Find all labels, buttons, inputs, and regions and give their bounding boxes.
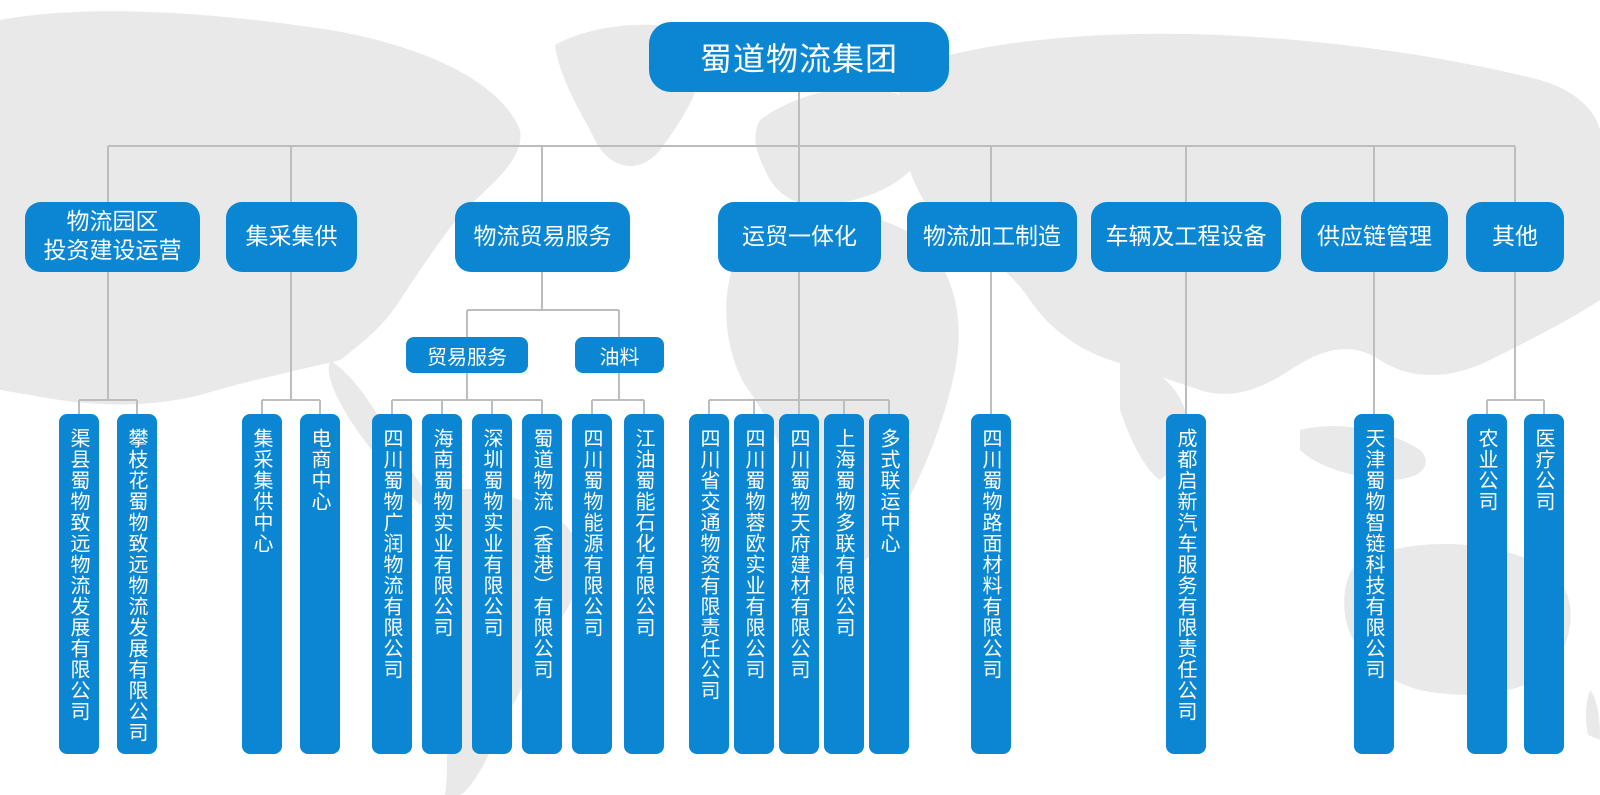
company-name: 深圳蜀物实业有限公司 bbox=[480, 428, 504, 638]
category-vehicles-equipment: 车辆及工程设备 bbox=[1091, 202, 1281, 272]
company-box: 四川蜀物能源有限公司 bbox=[572, 414, 612, 754]
company-box: 深圳蜀物实业有限公司 bbox=[472, 414, 512, 754]
company-box: 多式联运中心 bbox=[869, 414, 909, 754]
company-box: 天津蜀物智链科技有限公司 bbox=[1354, 414, 1394, 754]
company-name: 四川省交通物资有限责任公司 bbox=[697, 428, 721, 701]
root-node: 蜀道物流集团 bbox=[649, 22, 949, 92]
company-box: 医疗公司 bbox=[1524, 414, 1564, 754]
company-name: 医疗公司 bbox=[1532, 428, 1556, 512]
company-name: 攀枝花蜀物致远物流发展有限公司 bbox=[125, 428, 149, 743]
company-box: 四川省交通物资有限责任公司 bbox=[689, 414, 729, 754]
category-others: 其他 bbox=[1466, 202, 1564, 272]
company-name: 蜀道物流（香港）有限公司 bbox=[530, 428, 554, 680]
company-name: 海南蜀物实业有限公司 bbox=[430, 428, 454, 638]
company-name: 江油蜀能石化有限公司 bbox=[632, 428, 656, 638]
company-box: 四川蜀物蓉欧实业有限公司 bbox=[734, 414, 774, 754]
company-name: 成都启新汽车服务有限责任公司 bbox=[1174, 428, 1198, 722]
category-supply-chain: 供应链管理 bbox=[1301, 202, 1448, 272]
company-box: 成都启新汽车服务有限责任公司 bbox=[1166, 414, 1206, 754]
company-name: 四川蜀物天府建材有限公司 bbox=[787, 428, 811, 680]
company-box: 电商中心 bbox=[300, 414, 340, 754]
company-name: 四川蜀物广润物流有限公司 bbox=[380, 428, 404, 680]
category-logistics-trade-services: 物流贸易服务 bbox=[455, 202, 630, 272]
subcategory-trade-services: 贸易服务 bbox=[406, 337, 528, 373]
company-name: 多式联运中心 bbox=[877, 428, 901, 554]
company-name: 上海蜀物多联有限公司 bbox=[832, 428, 856, 638]
company-name: 电商中心 bbox=[308, 428, 332, 512]
company-box: 四川蜀物路面材料有限公司 bbox=[971, 414, 1011, 754]
company-box: 农业公司 bbox=[1467, 414, 1507, 754]
company-box: 攀枝花蜀物致远物流发展有限公司 bbox=[117, 414, 157, 754]
category-logistics-park: 物流园区 投资建设运营 bbox=[25, 202, 200, 272]
company-box: 海南蜀物实业有限公司 bbox=[422, 414, 462, 754]
company-box: 蜀道物流（香港）有限公司 bbox=[522, 414, 562, 754]
company-box: 上海蜀物多联有限公司 bbox=[824, 414, 864, 754]
company-name: 四川蜀物蓉欧实业有限公司 bbox=[742, 428, 766, 680]
company-box: 四川蜀物广润物流有限公司 bbox=[372, 414, 412, 754]
company-name: 农业公司 bbox=[1475, 428, 1499, 512]
company-box: 集采集供中心 bbox=[242, 414, 282, 754]
subcategory-fuel: 油料 bbox=[575, 337, 664, 373]
company-name: 四川蜀物能源有限公司 bbox=[580, 428, 604, 638]
category-transport-trade-integration: 运贸一体化 bbox=[718, 202, 881, 272]
company-name: 天津蜀物智链科技有限公司 bbox=[1362, 428, 1386, 680]
company-name: 集采集供中心 bbox=[250, 428, 274, 554]
category-logistics-processing: 物流加工制造 bbox=[907, 202, 1077, 272]
company-box: 四川蜀物天府建材有限公司 bbox=[779, 414, 819, 754]
company-name: 四川蜀物路面材料有限公司 bbox=[979, 428, 1003, 680]
category-centralized-procurement: 集采集供 bbox=[226, 202, 357, 272]
company-box: 江油蜀能石化有限公司 bbox=[624, 414, 664, 754]
company-name: 渠县蜀物致远物流发展有限公司 bbox=[67, 428, 91, 722]
company-box: 渠县蜀物致远物流发展有限公司 bbox=[59, 414, 99, 754]
